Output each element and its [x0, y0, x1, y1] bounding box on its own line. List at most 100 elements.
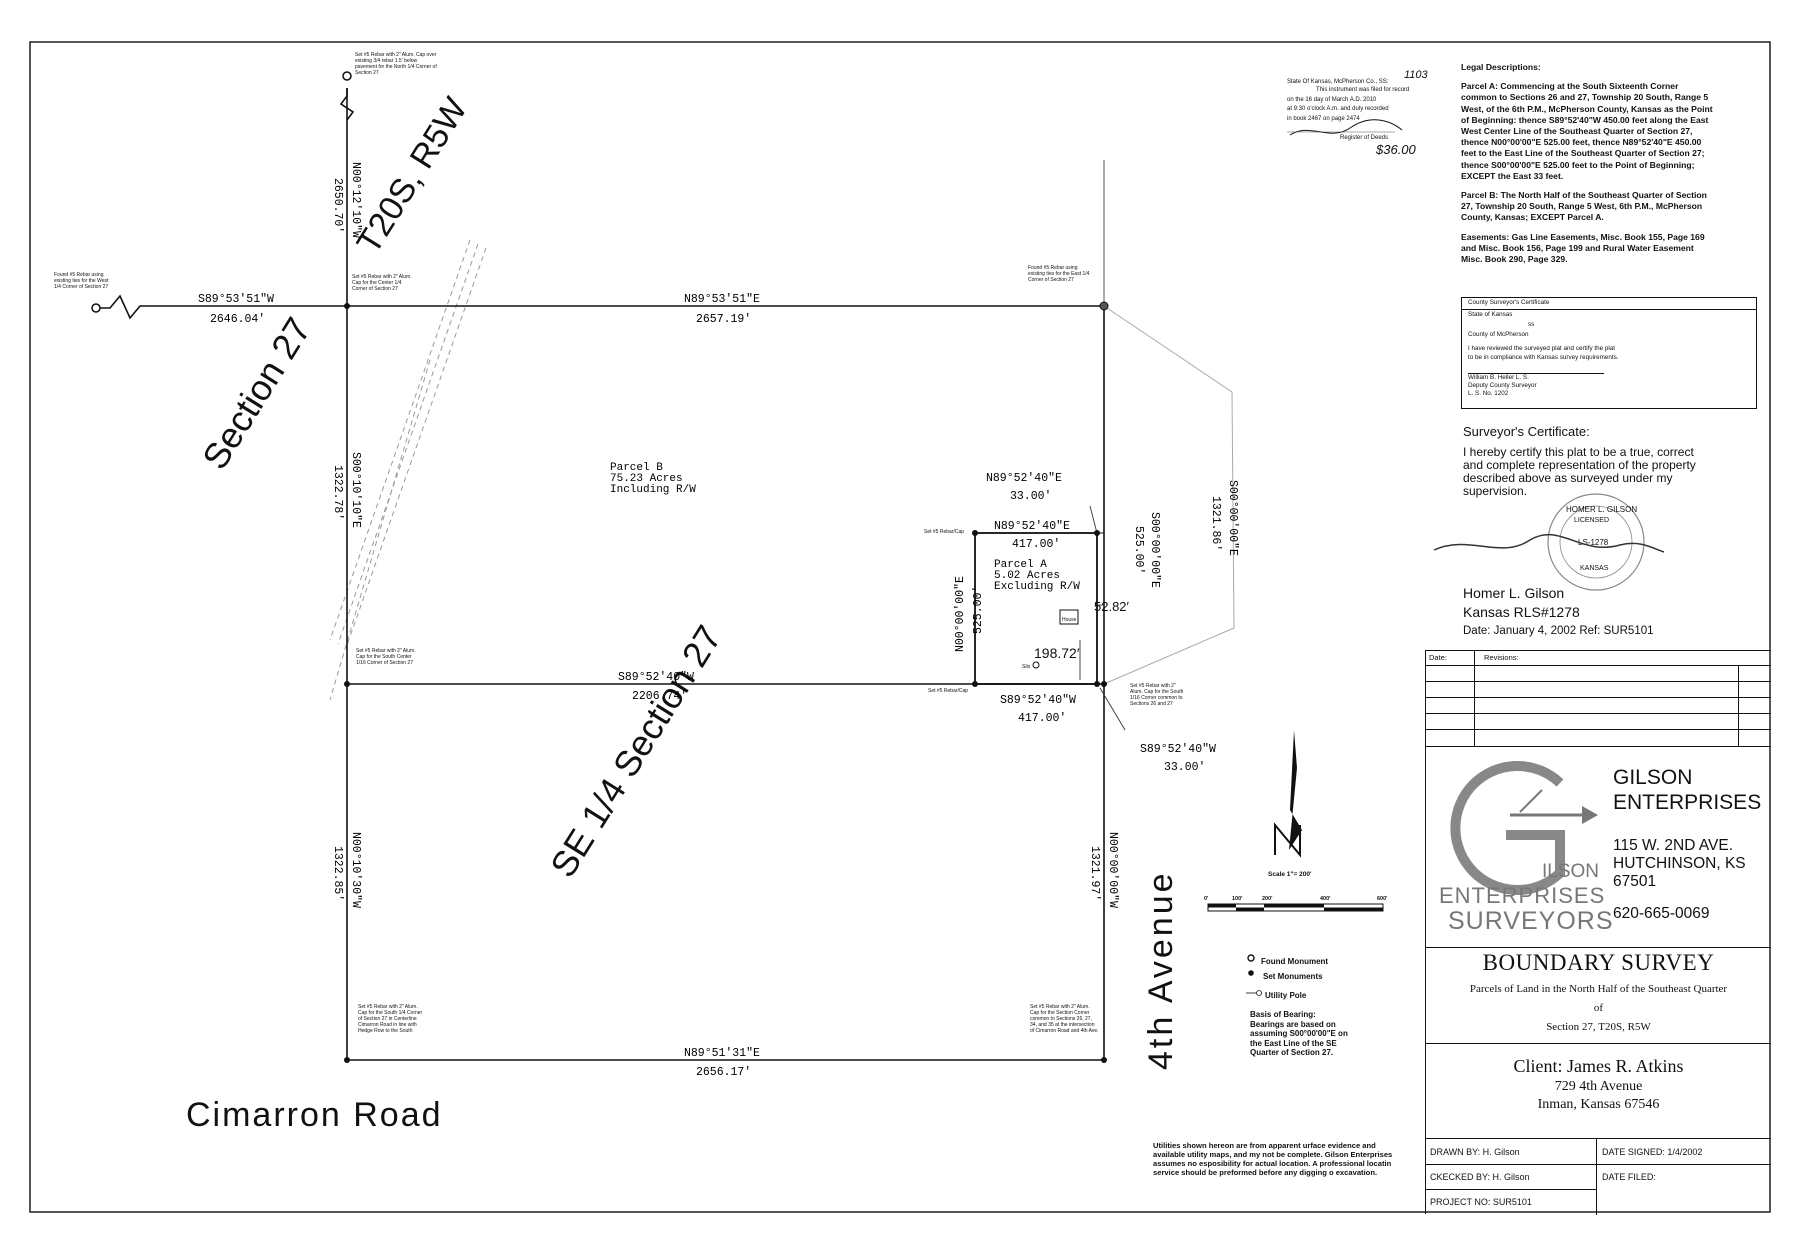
township-label: T20S, R5W — [350, 91, 475, 260]
pa-nw-cap-label: Set #5 Rebar/Cap — [924, 529, 964, 535]
surveyor-cert-body: I hereby certify this plat to be a true,… — [1463, 445, 1696, 498]
scale-tick-100: 100' — [1232, 896, 1243, 902]
survey-type: BOUNDARY SURVEY — [1482, 950, 1715, 975]
note-se16-corner: Set #5 Rebar with 2" Alum. Cap for the S… — [1130, 683, 1184, 707]
monuments — [91, 71, 1109, 1063]
legend-set: Set Monuments — [1263, 972, 1323, 981]
surveyor-name: Homer L. Gilson — [1463, 585, 1565, 601]
legend-found: Found Monument — [1261, 957, 1329, 966]
legend-set-icon — [1248, 970, 1254, 976]
vertical-bearings: N00°12′10″W 2650.70′ S00°10′10″E 1322.78… — [331, 162, 1239, 908]
dist-south-line: 2656.17′ — [696, 1066, 751, 1079]
rec-line2: This instrument was filed for record — [1316, 87, 1409, 93]
house-label: House — [1062, 617, 1077, 623]
quarter-label: SE 1/4 Section 27 — [542, 618, 729, 884]
scale-tick-200: 200' — [1262, 896, 1273, 902]
dist-mid-line: 2206.74′ — [632, 690, 687, 703]
bearing-pa-top-ext: N89°52′40″E — [986, 472, 1062, 485]
bearing-pa-bottom: S89°52′40″W — [1000, 694, 1076, 707]
leader-line — [1103, 305, 1235, 685]
legend-found-icon — [1247, 954, 1255, 962]
scale-tick-0: 0' — [1204, 896, 1209, 902]
checked-by: CKECKED BY: H. Gilson — [1430, 1172, 1530, 1182]
dist-pa-west: 525.00′ — [972, 586, 985, 634]
dist-pa-east: 525.00′ — [1132, 526, 1145, 574]
firm-name: GILSON ENTERPRISES — [1613, 765, 1761, 815]
dist-north-line: 2657.19′ — [696, 313, 751, 326]
basis-of-bearing: Basis of Bearing: Bearings are based on … — [1250, 1010, 1348, 1057]
rec-line4: at 9:30 o'clock A.m. and duly recorded — [1287, 106, 1389, 112]
recording-stamp: State Of Kansas, McPherson Co., SS: This… — [1287, 69, 1429, 157]
parcel-b-label: Parcel B 75.23 Acres Including R/W — [610, 462, 696, 496]
rec-line3: on the 16 day of March A.D. 2010 — [1287, 97, 1377, 103]
gilson-logo — [1450, 761, 1598, 895]
dimension-lines — [1079, 505, 1126, 731]
bearing-south-line: N89°51′31″E — [684, 1047, 760, 1060]
north-arrow — [1274, 730, 1302, 858]
offset-52: 52.82′ — [1094, 599, 1130, 614]
legal-easements: Easements: Gas Line Easements, Misc. Boo… — [1461, 231, 1705, 265]
monument-pa-se — [1094, 681, 1100, 687]
dist-west-upper: 2650.70′ — [331, 178, 344, 233]
offset-198: 198.72′ — [1034, 645, 1080, 661]
monument-pa-sw — [972, 681, 978, 687]
logo-word-ilson: ILSON — [1542, 861, 1600, 882]
note-center-corner: Set #5 Rebar with 2" Alum. Cap for the C… — [352, 274, 412, 292]
seal-state: KANSAS — [1580, 565, 1609, 572]
firm-address: 115 W. 2ND AVE. HUTCHINSON, KS 67501 — [1613, 837, 1746, 891]
surveyor-date: Date: January 4, 2002 Ref: SUR5101 — [1463, 625, 1654, 637]
pa-sw-cap-label: Set #5 Rebar/Cap — [928, 688, 968, 694]
scale-tick-400: 400' — [1320, 896, 1331, 902]
firm-name-line2: ENTERPRISES — [1613, 791, 1762, 814]
survey-title: BOUNDARY SURVEY Parcels of Land in the N… — [1426, 948, 1771, 1037]
monument-pa-ne — [1094, 530, 1100, 536]
seal-number: LS-1278 — [1578, 538, 1609, 547]
revision-date-header: Date: — [1429, 653, 1447, 662]
county-cert-name: William B. Heller L. S. — [1468, 374, 1529, 381]
dist-pa-top: 417.00′ — [1012, 538, 1060, 551]
legend-pole: Utility Pole — [1265, 991, 1307, 1000]
scale-tick-600: 600' — [1377, 896, 1388, 902]
surveyor-seal: HOMER L. GILSON LICENSED LS-1278 KANSAS — [1547, 493, 1645, 591]
bearing-north-line: N89°53′51″E — [684, 293, 760, 306]
legend: Found Monument Set Monuments Utility Pol… — [1247, 954, 1328, 1003]
note-se-corner: Set #5 Rebar with 2" Alum. Cap for the S… — [1030, 1004, 1099, 1034]
bearing-west-mid: S00°10′10″E — [349, 452, 362, 528]
rec-line1: State Of Kansas, McPherson Co., SS: — [1287, 79, 1389, 85]
monument-south — [344, 1057, 350, 1063]
logo-word-surveyors: SURVEYORS — [1448, 907, 1614, 935]
utility-note: Utilities shown hereon are from apparent… — [1153, 1141, 1393, 1177]
rec-fee: $36.00 — [1375, 142, 1417, 157]
scale-ticks: 0' 100' 200' 400' 600' — [1204, 896, 1388, 902]
survey-desc2: of — [1593, 1002, 1604, 1014]
surveyor-signature-icon — [1433, 534, 1665, 553]
bearing-pa-top: N89°52′40″E — [994, 520, 1070, 533]
firm-name-line1: GILSON — [1613, 766, 1693, 789]
legal-parcel-b: Parcel B: The North Half of the Southeas… — [1461, 190, 1707, 223]
bearing-pa-bottom-ext: S89°52′40″W — [1140, 743, 1216, 756]
rec-line5: in book 2467 on page 2474 — [1287, 116, 1360, 122]
road-label-cimarron: Cimarron Road — [186, 1096, 443, 1134]
county-cert-lsno: L. S. No. 1202 — [1468, 390, 1509, 397]
parcel-a-acres: 5.02 Acres — [994, 570, 1060, 582]
survey-desc3: Section 27, T20S, R5W — [1546, 1021, 1651, 1033]
north-symbol-n — [1274, 822, 1301, 858]
monument-se — [1101, 1057, 1107, 1063]
bearing-nw: S89°53′51″W — [198, 293, 274, 306]
firm-phone: 620-665-0069 — [1613, 905, 1710, 922]
monument-center — [344, 303, 350, 309]
note-south-corner: Set #5 Rebar with 2" Alum. Cap for the S… — [358, 1004, 423, 1034]
parcel-a-note: Excluding R/W — [994, 581, 1080, 593]
silo-symbol — [1032, 661, 1040, 669]
bearing-east-low: N00°00′00″W — [1106, 832, 1119, 908]
county-surveyor-certificate: County Surveyor's Certificate State of K… — [1461, 297, 1757, 409]
rec-number: 1103 — [1404, 69, 1429, 81]
bearing-mid-line: S89°52′40″W — [618, 671, 694, 684]
survey-desc1: Parcels of Land in the North Half of the… — [1469, 983, 1728, 995]
date-filed: DATE FILED: — [1602, 1172, 1656, 1182]
surveyor-certificate: Surveyor's Certificate: I hereby certify… — [1463, 425, 1708, 498]
note-east-corner: Found #5 Rebar using existing ties for t… — [1028, 265, 1090, 283]
bearing-pa-east: S00°00′00″E — [1148, 512, 1161, 588]
